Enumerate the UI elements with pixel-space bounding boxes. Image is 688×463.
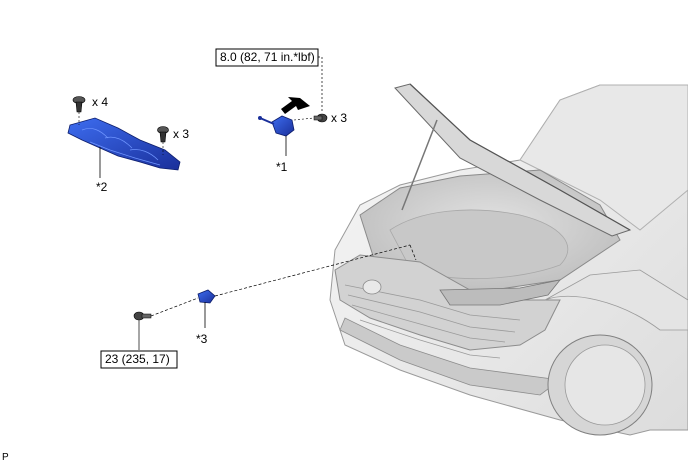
- torque-label-bottom: 23 (235, 17): [105, 352, 170, 366]
- torque-box-top: [215, 48, 319, 67]
- callout-part2: *2: [96, 180, 108, 194]
- callout-part1: *1: [276, 160, 288, 174]
- vehicle-front: [329, 83, 688, 436]
- engine-cover-part: [67, 117, 181, 171]
- screw-icon: [157, 126, 169, 143]
- qty-part1-bolts: x 3: [331, 111, 347, 125]
- torque-box-bottom: [100, 350, 178, 369]
- qty-part2-clips: x 4: [92, 95, 108, 109]
- bolt-icon: [313, 113, 328, 123]
- torque-label-top: 8.0 (82, 71 in.*lbf): [220, 50, 315, 64]
- bolt-icon: [133, 311, 152, 321]
- pointer-arrow-icon: [281, 97, 310, 114]
- callout-part3: *3: [196, 332, 208, 346]
- corner-label: P: [2, 452, 9, 463]
- sensor-part: [197, 289, 216, 304]
- qty-part2-screws: x 3: [173, 127, 189, 141]
- clip-icon: [72, 96, 86, 113]
- hood-lock-part: [258, 115, 295, 137]
